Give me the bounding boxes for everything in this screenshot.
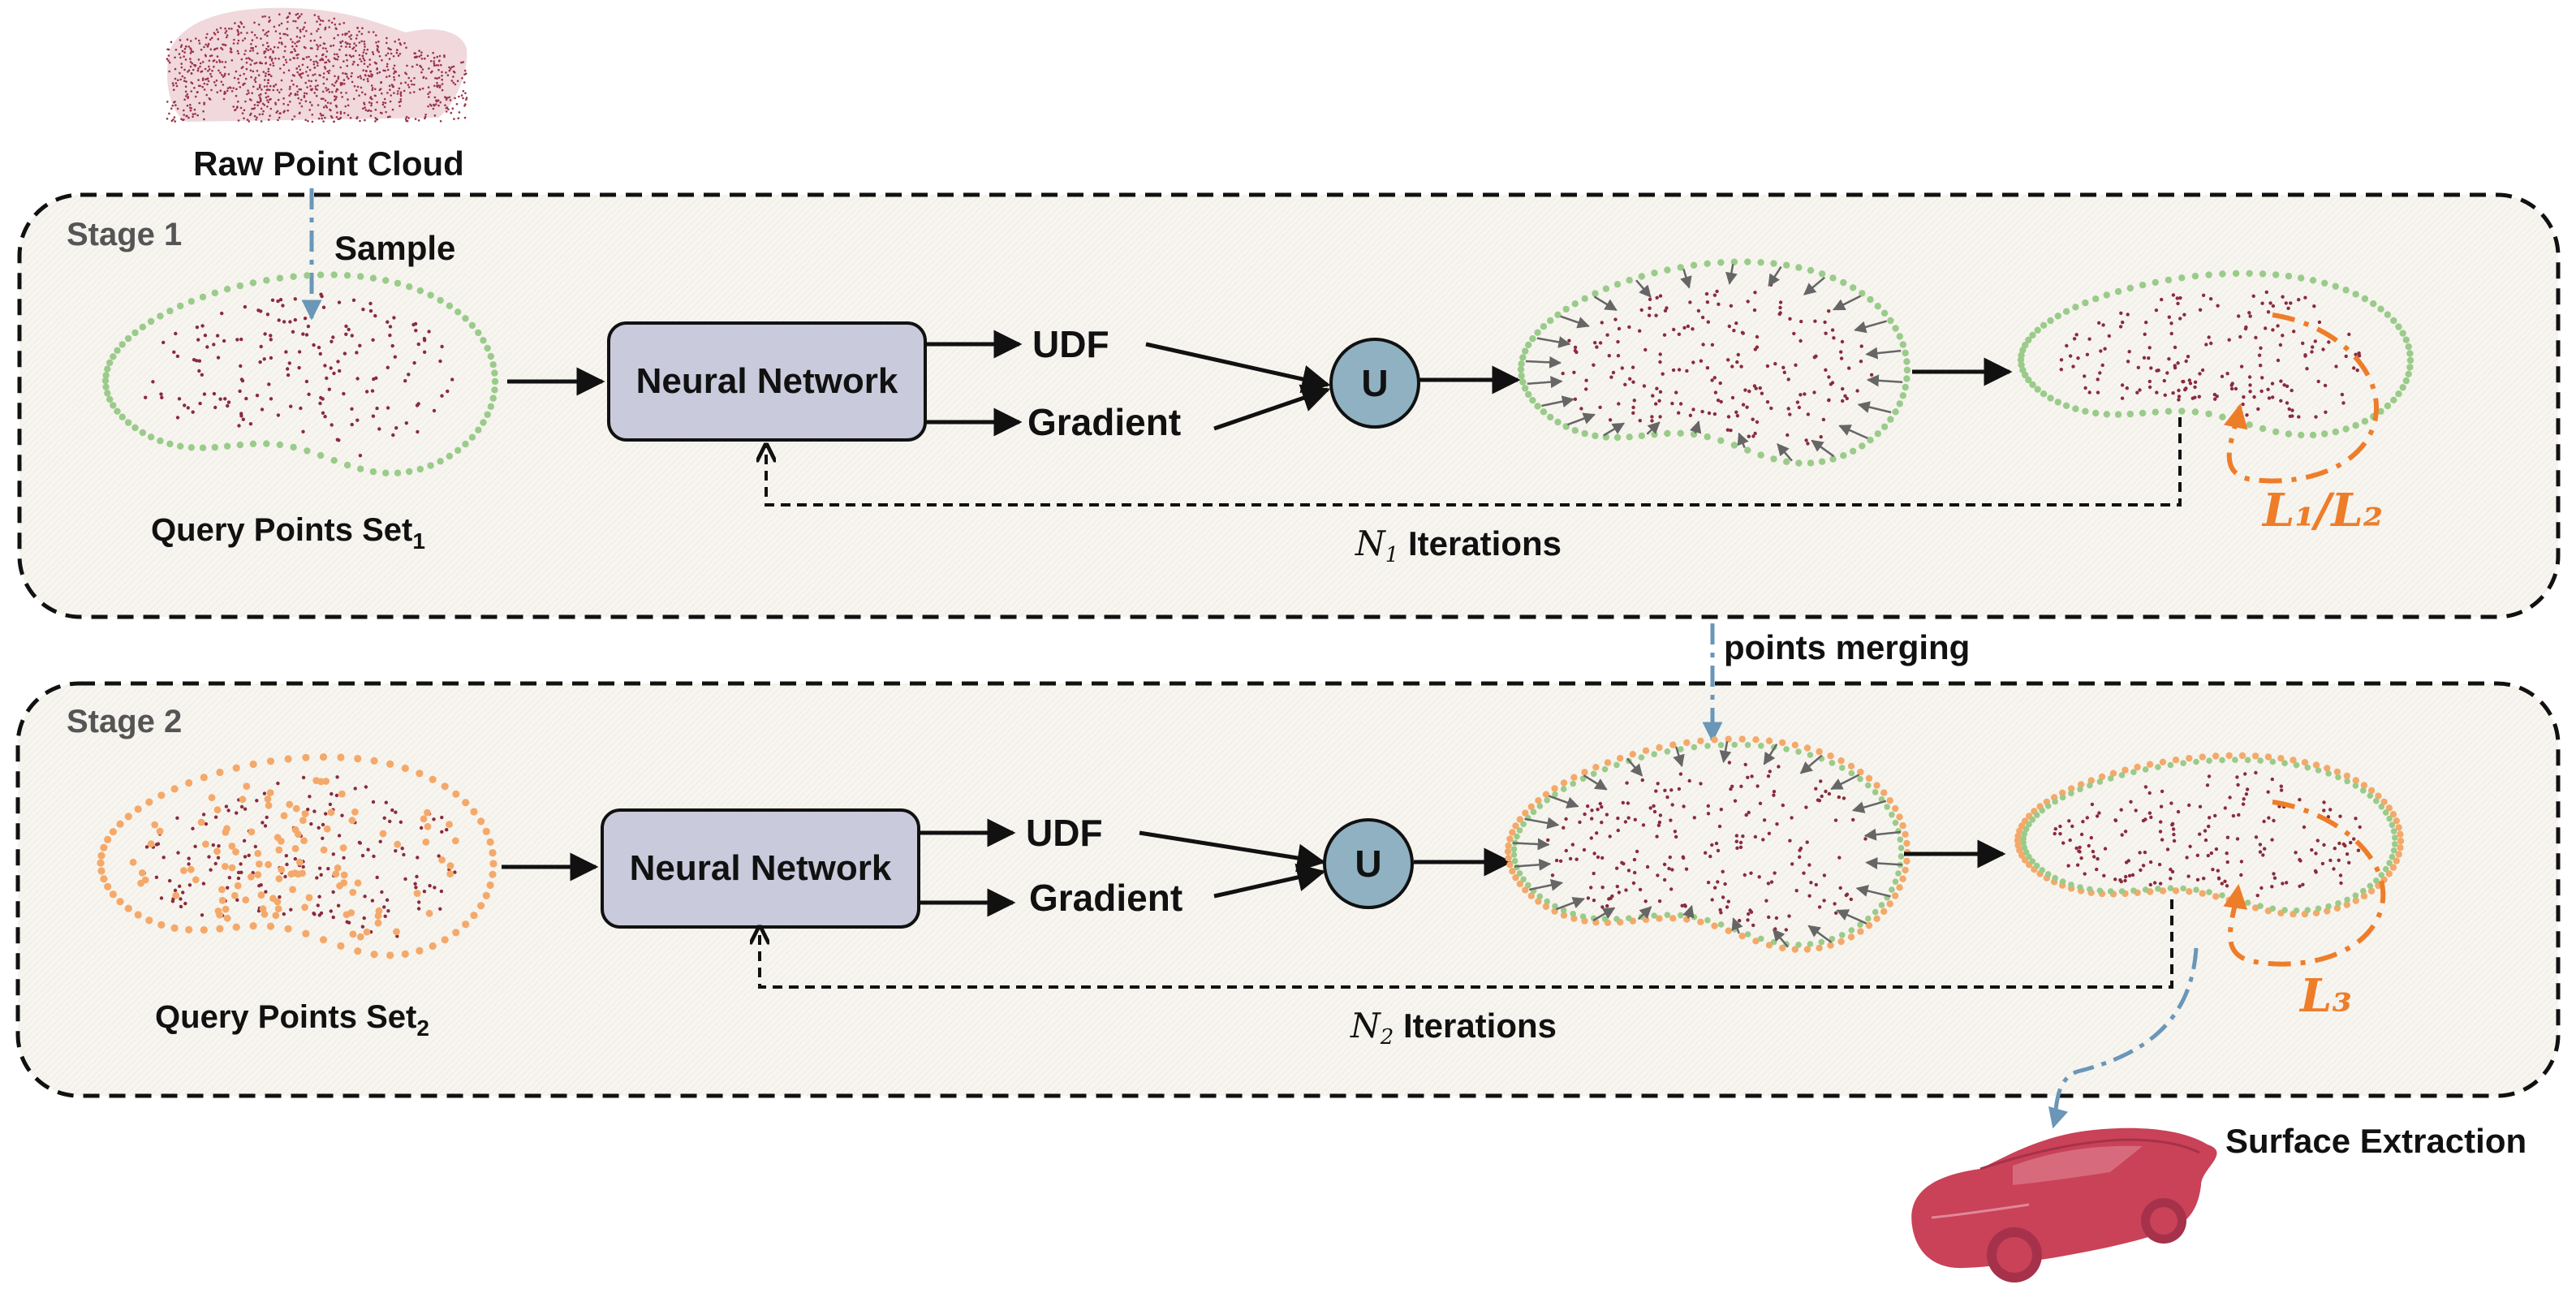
gradient-label-2: Gradient (1029, 877, 1182, 919)
surface-extraction-label: Surface Extraction (2225, 1122, 2526, 1160)
raw-point-cloud-image (166, 7, 468, 123)
update-operator-2 (1323, 818, 1414, 909)
feedback-loop-2 (760, 899, 2173, 989)
update-operator-label-1: U (1361, 362, 1388, 404)
stage2-label: Stage 2 (67, 704, 182, 739)
loss-l3-label: L₃ (2298, 969, 2352, 1023)
arrow-grad-to-u-2 (1213, 863, 1326, 899)
arrow-udf-to-u-2 (1139, 830, 1326, 873)
udf-label-2: UDF (1026, 812, 1103, 854)
query-points-set1-blob (101, 271, 499, 476)
gradient-label-1: Gradient (1027, 401, 1181, 443)
feedback-loop-1 (766, 417, 2182, 507)
stage1-frame (17, 192, 2561, 619)
query-points-set2-blob (97, 753, 498, 959)
converged-points-blob-1 (2017, 269, 2414, 439)
moving-points-blob-2 (1504, 735, 1911, 953)
stage1-label: Stage 1 (67, 217, 182, 252)
arrow-udf-to-u-1 (1145, 342, 1331, 394)
raw-point-cloud-label: Raw Point Cloud (193, 144, 464, 183)
neural-network-label-2: Neural Network (630, 848, 892, 888)
moving-points-blob-1 (1517, 258, 1911, 467)
surface-extraction-arrow (2048, 947, 2199, 1129)
extracted-surface-car-image (1911, 1127, 2217, 1283)
arrow-grad-to-u-1 (1213, 384, 1331, 431)
n2-iterations-label: N2 Iterations (1350, 1006, 1557, 1050)
query-points-set2-label: Query Points Set2 (155, 999, 429, 1041)
stage2-frame (15, 681, 2561, 1098)
loss-loop-3 (2223, 800, 2386, 967)
loss-l1-l2-label: L₁/L₂ (2261, 484, 2383, 537)
points-merging-label: points merging (1724, 628, 1970, 666)
neural-network-box-1 (607, 321, 927, 442)
neural-network-label-1: Neural Network (636, 361, 898, 401)
update-operator-1 (1329, 338, 1420, 429)
loss-loop-1 (2223, 313, 2379, 484)
update-operator-label-2: U (1355, 843, 1381, 885)
query-points-set1-label: Query Points Set1 (151, 512, 425, 554)
udf-label-1: UDF (1032, 323, 1109, 365)
sample-label: Sample (334, 229, 455, 267)
n1-iterations-label: N1 Iterations (1355, 524, 1562, 567)
